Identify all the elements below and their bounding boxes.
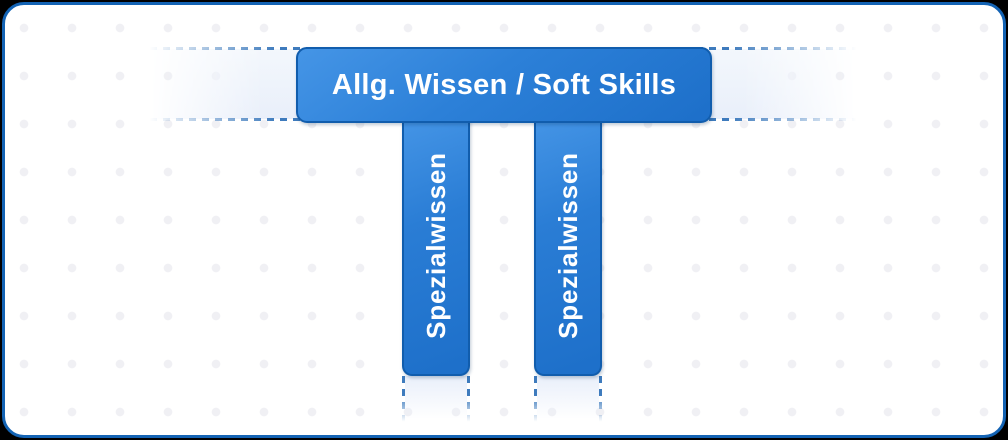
specialist-knowledge-column-left-label: Spezialwissen — [420, 152, 451, 339]
general-knowledge-bar: Allg. Wissen / Soft Skills — [296, 47, 712, 123]
column-extension-left-fill — [405, 376, 467, 424]
general-knowledge-bar-label: Allg. Wissen / Soft Skills — [331, 68, 677, 101]
column-extension-left-dashed-line-left — [402, 376, 405, 424]
specialist-knowledge-column-right-label: Spezialwissen — [552, 152, 583, 339]
column-extension-left — [402, 376, 470, 424]
column-extension-right — [534, 376, 602, 424]
column-extension-right-dashed-line-right — [599, 376, 602, 424]
specialist-knowledge-column-left: Spezialwissen — [402, 117, 470, 376]
specialist-knowledge-column-right: Spezialwissen — [534, 117, 602, 376]
column-extension-right-dashed-line-left — [534, 376, 537, 424]
column-extension-left-dashed-line-right — [467, 376, 470, 424]
column-extension-right-fill — [537, 376, 599, 424]
